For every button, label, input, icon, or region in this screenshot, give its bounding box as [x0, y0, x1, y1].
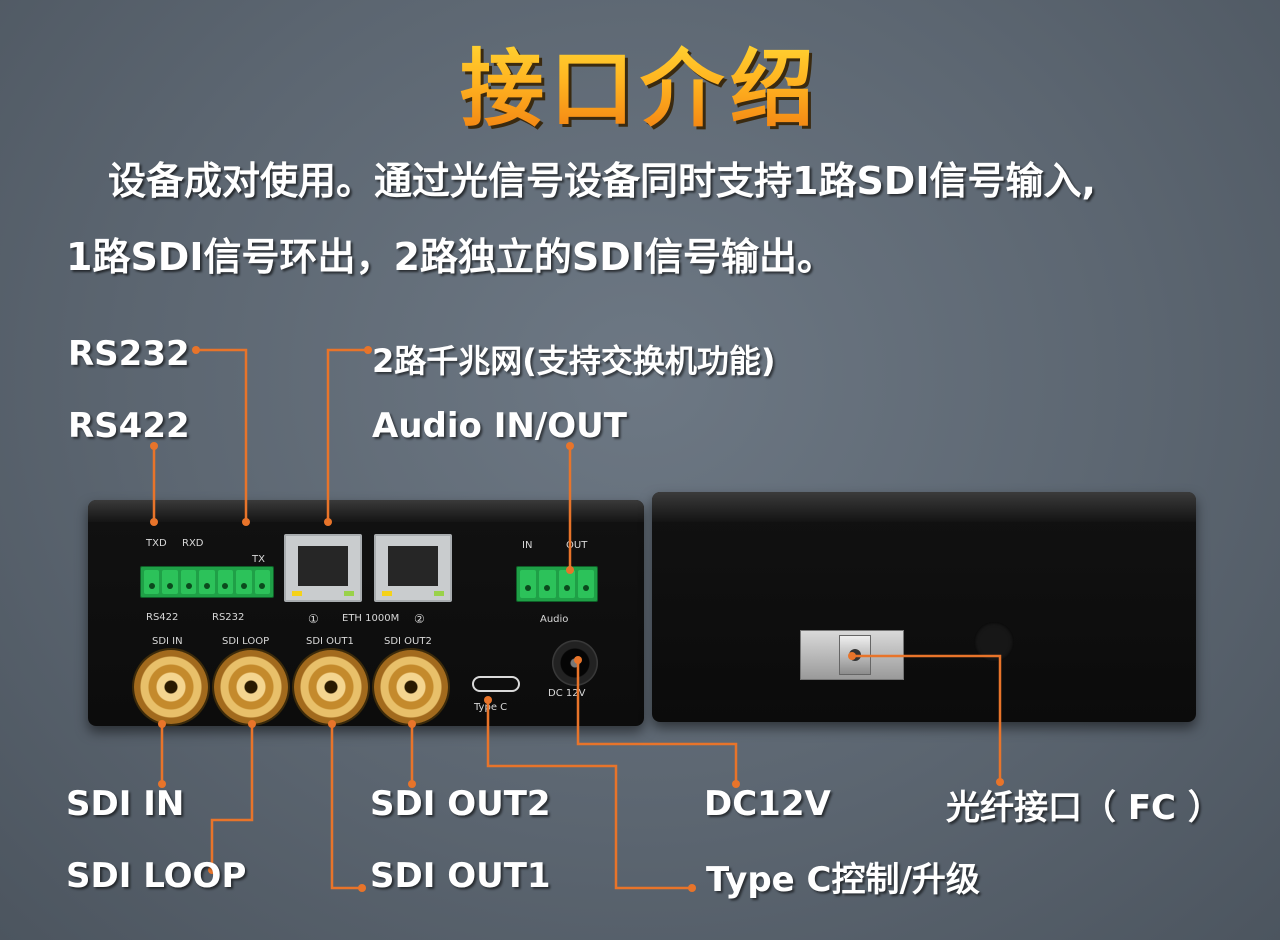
label-fiber: 光纤接口（ FC ） — [946, 788, 1222, 828]
sdi-out1-bnc-connector[interactable] — [294, 650, 368, 724]
silk-rs422: RS422 — [146, 612, 179, 623]
silk-port-1: ① — [308, 612, 319, 626]
label-sdi-out2: SDI OUT2 — [370, 784, 551, 824]
sdi-out2-bnc-connector[interactable] — [374, 650, 448, 724]
silk-sdi-loop: SDI LOOP — [222, 636, 270, 647]
silk-rs232: RS232 — [212, 612, 245, 623]
transceiver-unit-right — [652, 492, 1196, 722]
serial-terminal-block[interactable] — [140, 566, 274, 598]
sdi-in-bnc-connector[interactable] — [134, 650, 208, 724]
label-sdi-in: SDI IN — [66, 784, 185, 824]
silk-audio-out: OUT — [566, 540, 588, 551]
silk-dc: DC 12V — [548, 688, 586, 699]
ethernet-port-1[interactable] — [284, 534, 362, 602]
leader-rs232 — [196, 348, 248, 522]
silk-sdi-out1: SDI OUT1 — [306, 636, 354, 647]
silk-sdi-in: SDI IN — [152, 636, 183, 647]
label-dc12v: DC12V — [704, 784, 831, 824]
silk-audio: Audio — [540, 614, 569, 625]
leader-type-c — [486, 700, 692, 890]
label-ethernet: 2路千兆网(支持交换机功能) — [372, 342, 776, 380]
type-c-port[interactable] — [472, 676, 520, 692]
unit-top-edge — [88, 500, 644, 522]
leader-ethernet — [326, 348, 368, 522]
intro-line-1: 设备成对使用。通过光信号设备同时支持1路SDI信号输入, — [108, 159, 1096, 203]
unit-top-edge — [652, 492, 1196, 522]
label-type-c: Type C控制/升级 — [706, 860, 980, 900]
transceiver-unit-left: TXD RXD TX RS422 RS232 ① ETH 1000M ② IN … — [88, 500, 644, 726]
silk-rxd: RXD — [182, 538, 204, 549]
label-rs422: RS422 — [68, 406, 190, 446]
leader-sdi-loop — [210, 724, 254, 870]
label-sdi-loop: SDI LOOP — [66, 856, 247, 896]
silk-tx: TX — [252, 554, 265, 565]
leader-sdi-out1 — [330, 724, 362, 890]
silk-port-2: ② — [414, 612, 425, 626]
label-sdi-out1: SDI OUT1 — [370, 856, 551, 896]
label-audio: Audio IN/OUT — [372, 406, 627, 446]
audio-terminal-block[interactable] — [516, 566, 598, 602]
silk-sdi-out2: SDI OUT2 — [384, 636, 432, 647]
page-title: 接口介绍 — [0, 22, 1280, 143]
silk-audio-in: IN — [522, 540, 533, 551]
silk-type-c: Type C — [474, 702, 508, 713]
intro-line-2: 1路SDI信号环出，2路独立的SDI信号输出。 — [66, 235, 835, 279]
ethernet-port-2[interactable] — [374, 534, 452, 602]
leader-fiber — [852, 654, 1002, 782]
leader-dc12v — [576, 660, 738, 784]
label-rs232: RS232 — [68, 334, 190, 374]
dc-power-jack[interactable] — [552, 640, 598, 686]
silk-txd: TXD — [146, 538, 167, 549]
sdi-loop-bnc-connector[interactable] — [214, 650, 288, 724]
silk-eth: ETH 1000M — [342, 613, 400, 624]
